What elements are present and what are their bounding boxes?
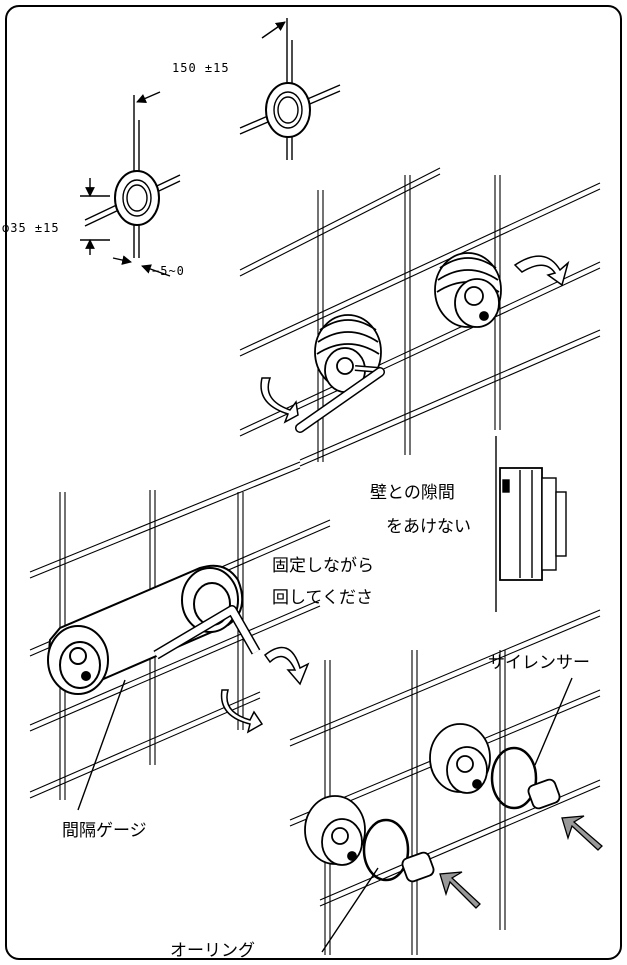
no-gap-note-line2: をあけない [386, 517, 471, 537]
eccentric-fitting-left [314, 314, 382, 393]
rotate-note-line2: 回してくださ [272, 588, 373, 608]
oring-leader-line [321, 867, 379, 953]
gauge-leader-line [77, 679, 126, 811]
rotate-arrow-icon [260, 255, 570, 424]
diagram-frame [5, 5, 622, 960]
push-arrow-icon [439, 815, 603, 909]
silencer-label: サイレンサー [488, 653, 590, 673]
hex-key-step4 [153, 605, 261, 660]
no-gap-note-line1: 壁との隙間 [370, 483, 455, 503]
fitting-with-oring-left [304, 795, 435, 883]
no-gap-detail [495, 436, 567, 612]
rotate-arrow-icon [220, 646, 310, 734]
fitting-with-oring-right [429, 723, 561, 810]
offset-dimension: −5~0 [152, 264, 185, 278]
spacing-gauge-label: 間隔ゲージ [62, 821, 147, 841]
silencer-leader-line [534, 677, 573, 766]
diameter-dimension: φ35 ±15 [2, 221, 60, 235]
rotate-note-line1: 固定しながら [272, 556, 374, 576]
step2-tile-grid [239, 167, 601, 467]
step1-fittings [80, 18, 341, 277]
spacing-gauge-body [47, 564, 244, 695]
hex-key-step2 [295, 367, 385, 433]
oring-label: オーリング [170, 941, 255, 961]
spacing-dimension: 150 ±15 [172, 61, 230, 75]
eccentric-fitting-right [434, 252, 502, 328]
